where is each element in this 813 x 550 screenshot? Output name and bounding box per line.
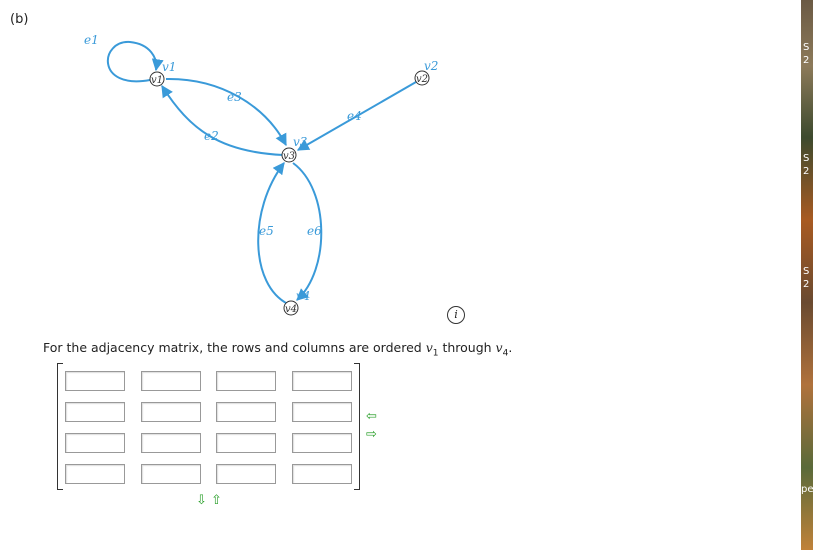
- instruction-middle: through: [438, 340, 496, 355]
- matrix-cell-r3-c2[interactable]: [141, 433, 201, 453]
- vertex-label-v4: v4: [296, 289, 310, 303]
- vertex-v4: v4: [283, 300, 299, 316]
- edge-e4: [296, 81, 417, 151]
- edge-label-e3: e3: [227, 90, 242, 104]
- edge-label-e4: e4: [347, 109, 362, 123]
- edge-label-e5: e5: [259, 224, 274, 238]
- side-fragment: 2: [803, 166, 810, 177]
- edge-e5: [257, 162, 289, 305]
- edge-e2: [161, 84, 284, 156]
- edge-label-e6: e6: [307, 224, 322, 238]
- vertex-v2: v2: [414, 70, 430, 86]
- matrix-cell-r4-c4[interactable]: [292, 464, 352, 484]
- matrix-right-bracket: [354, 363, 360, 490]
- adjacency-matrix: [57, 363, 360, 490]
- info-icon[interactable]: i: [447, 306, 465, 324]
- matrix-left-bracket: [57, 363, 63, 490]
- edge-e1: [107, 40, 164, 83]
- matrix-cell-r1-c3[interactable]: [216, 371, 276, 391]
- instruction-last-sub: 4: [502, 348, 509, 359]
- instruction-first-sub: 1: [432, 348, 439, 359]
- vertex-v1: v1: [149, 71, 165, 87]
- vertex-node-text: v2: [416, 74, 428, 85]
- part-label: (b): [10, 12, 29, 27]
- vertex-v3: v3: [281, 147, 297, 163]
- instruction-text: For the adjacency matrix, the rows and c…: [43, 340, 512, 359]
- side-fragment: 2: [803, 55, 810, 66]
- vertex-node-text: v4: [285, 304, 297, 315]
- matrix-cell-r1-c4[interactable]: [292, 371, 352, 391]
- instruction-prefix: For the adjacency matrix, the rows and c…: [43, 340, 426, 355]
- vertex-node-text: v3: [283, 151, 295, 162]
- vertex-label-v1: v1: [162, 60, 176, 74]
- side-fragment: pe: [801, 484, 813, 495]
- graph-diagram: v1 v2 v3 v4 v1 v2 v3 v4 e1 e2 e3 e4 e5 e…: [84, 33, 438, 316]
- matrix-cell-r1-c2[interactable]: [141, 371, 201, 391]
- edge-e6: [292, 162, 323, 301]
- remove-column-arrow-icon[interactable]: ⇦: [366, 409, 377, 424]
- matrix-cell-r4-c1[interactable]: [65, 464, 125, 484]
- matrix-cell-r2-c3[interactable]: [216, 402, 276, 422]
- matrix-cell-r3-c4[interactable]: [292, 433, 352, 453]
- remove-row-arrow-icon[interactable]: ⇧: [211, 493, 222, 508]
- side-fragment: S: [803, 266, 810, 277]
- edge-e3: [165, 77, 287, 147]
- matrix-cell-r4-c2[interactable]: [141, 464, 201, 484]
- desktop-background-strip: [801, 0, 813, 550]
- matrix-cell-r3-c1[interactable]: [65, 433, 125, 453]
- matrix-cell-r1-c1[interactable]: [65, 371, 125, 391]
- edge-label-e2: e2: [204, 129, 219, 143]
- edge-label-e1: e1: [84, 33, 99, 47]
- matrix-cell-r2-c4[interactable]: [292, 402, 352, 422]
- vertex-node-text: v1: [151, 75, 163, 86]
- instruction-last-var: v: [495, 340, 503, 355]
- matrix-cell-r2-c1[interactable]: [65, 402, 125, 422]
- matrix-cell-r2-c2[interactable]: [141, 402, 201, 422]
- matrix-cell-r4-c3[interactable]: [216, 464, 276, 484]
- instruction-suffix: .: [508, 340, 513, 355]
- add-row-arrow-icon[interactable]: ⇩: [196, 493, 207, 508]
- instruction-first-var: v: [425, 340, 433, 355]
- side-fragment: 2: [803, 279, 810, 290]
- add-column-arrow-icon[interactable]: ⇨: [366, 427, 377, 442]
- vertex-label-v3: v3: [293, 135, 308, 149]
- matrix-cell-r3-c3[interactable]: [216, 433, 276, 453]
- side-fragment: S: [803, 42, 810, 53]
- vertex-label-v2: v2: [424, 59, 438, 73]
- side-fragment: S: [803, 153, 810, 164]
